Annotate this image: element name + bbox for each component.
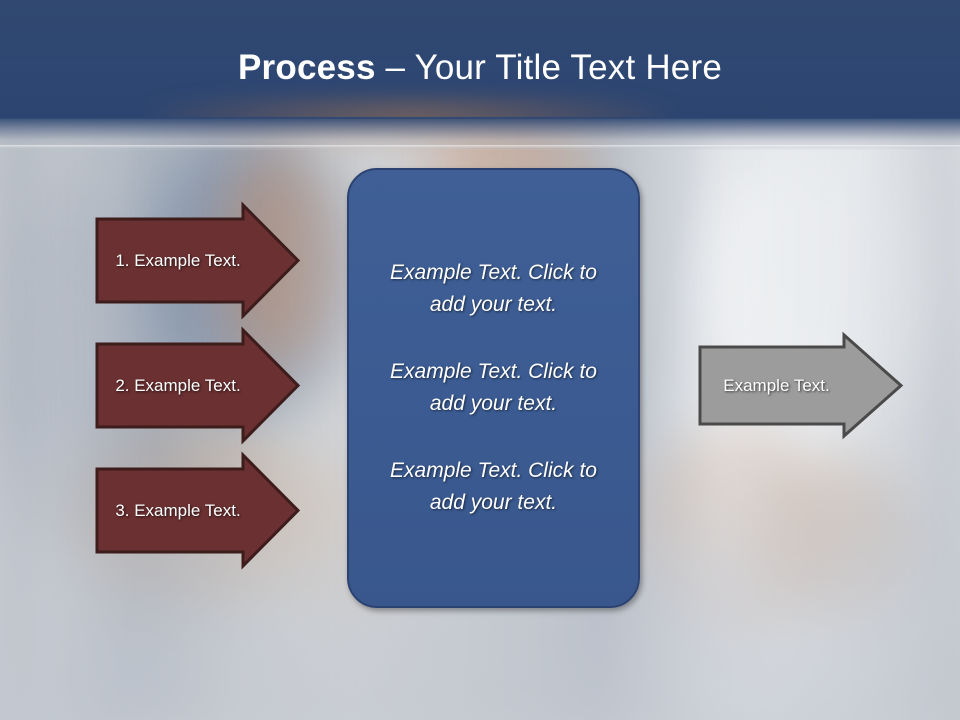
arrow-right-shape-icon (698, 331, 904, 440)
center-paragraph-3: Example Text. Click to add your text. (390, 459, 597, 514)
center-paragraph-2: Example Text. Click to add your text. (390, 360, 597, 415)
header-banner (0, 0, 960, 119)
header-gradient-fade (0, 117, 960, 150)
center-paragraph-1: Example Text. Click to add your text. (390, 261, 597, 316)
center-content-box[interactable]: Example Text. Click to add your text. Ex… (347, 168, 640, 608)
process-step-arrow-3[interactable]: 3. Example Text. (95, 451, 301, 570)
process-step-arrow-2[interactable]: 2. Example Text. (95, 326, 301, 445)
page-title-bold: Process (238, 48, 376, 87)
page-title-rest: – Your Title Text Here (375, 48, 722, 87)
arrow-right-shape-icon (95, 201, 301, 320)
process-step-arrow-1[interactable]: 1. Example Text. (95, 201, 301, 320)
result-arrow[interactable]: Example Text. (698, 331, 904, 440)
page-title: Process – Your Title Text Here (0, 47, 960, 89)
header-divider-line (0, 145, 960, 148)
arrow-right-shape-icon (95, 326, 301, 445)
arrow-right-shape-icon (95, 451, 301, 570)
